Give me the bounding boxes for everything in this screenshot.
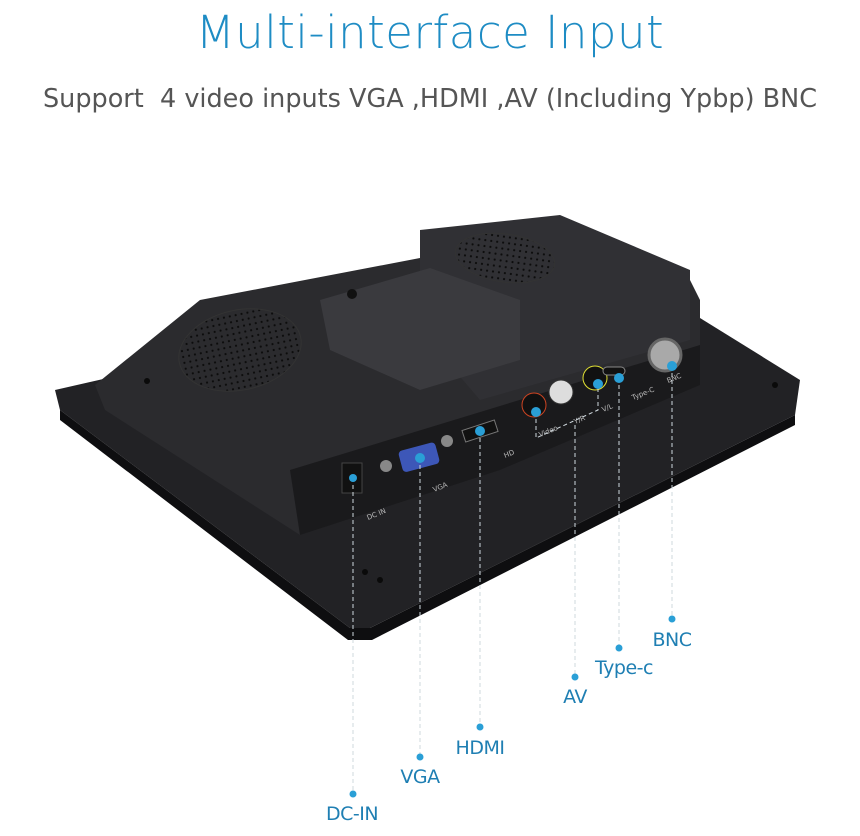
- callout-label-hdmi: HDMI: [455, 737, 505, 759]
- callout-label-av: AV: [563, 686, 587, 708]
- page-subtitle: Support 4 video inputs VGA ,HDMI ,AV (In…: [42, 84, 818, 114]
- callout-label-type-c: Type-c: [595, 657, 653, 679]
- callout-dot-type-c: [615, 644, 623, 652]
- speaker-grille-left: [178, 308, 302, 392]
- av-port-white: [548, 379, 574, 405]
- callout-label-bnc: BNC: [652, 629, 692, 651]
- callout-dot-bnc: [668, 615, 676, 623]
- callout-dot-dc-in: [349, 790, 357, 798]
- callout-dot-av: [571, 673, 579, 681]
- callout-label-dc-in: DC-IN: [325, 803, 379, 825]
- callout-label-vga: VGA: [400, 766, 440, 788]
- callout-line-av: [535, 384, 599, 439]
- callout-dot-vga: [416, 753, 424, 761]
- vesa-mount-plate: [320, 268, 520, 390]
- callout-dot-hdmi: [476, 723, 484, 731]
- marking-vl: V/L: [601, 402, 614, 414]
- marking-hd: HD: [503, 448, 516, 459]
- type-c-port: [602, 366, 626, 376]
- speaker-grille-right: [454, 232, 556, 284]
- page-title: Multi-interface Input: [195, 6, 665, 59]
